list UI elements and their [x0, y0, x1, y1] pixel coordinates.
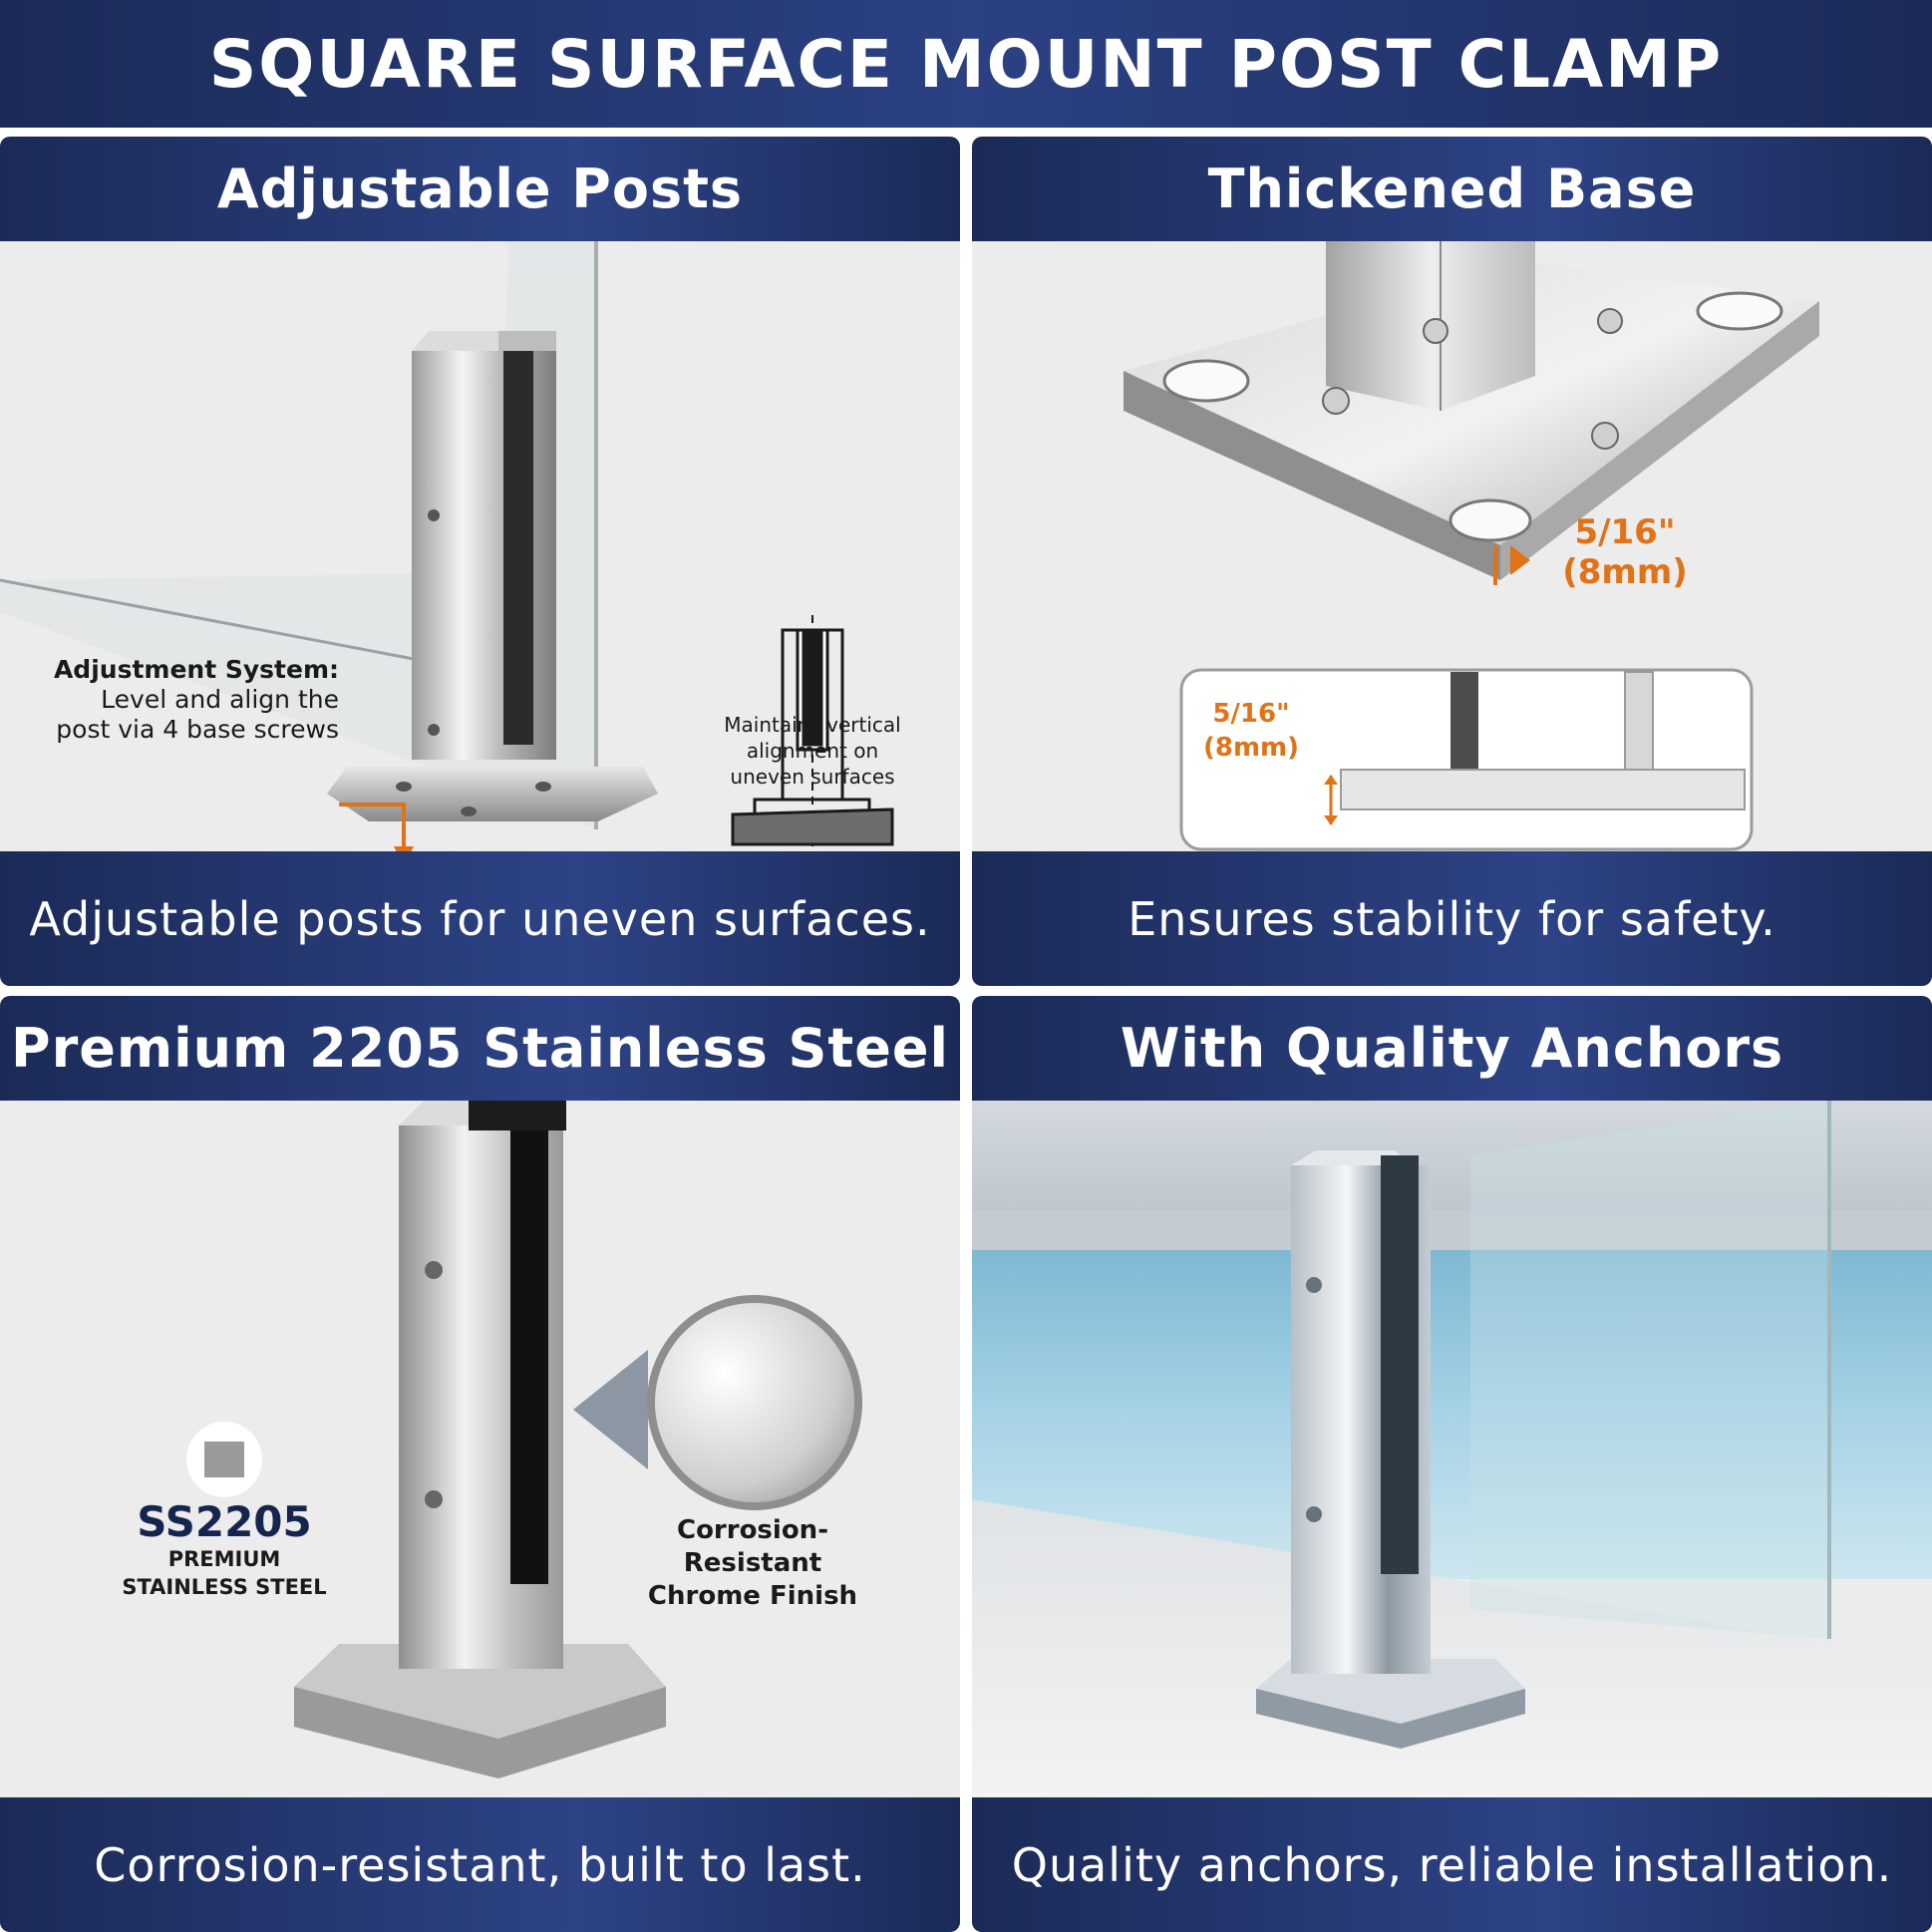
panel-footer: Corrosion-resistant, built to last.: [0, 1797, 960, 1932]
chrome-finish-label: Corrosion-Resistant Chrome Finish: [608, 1514, 897, 1613]
panel-header: Premium 2205 Stainless Steel: [0, 996, 960, 1101]
inset-thickness-label: 5/16" (8mm): [1196, 697, 1306, 765]
panel-header: Adjustable Posts: [0, 137, 960, 241]
inset-thickness-metric: (8mm): [1202, 733, 1300, 763]
caption-line-2: alignment on: [746, 739, 879, 763]
adjustable-post-illustration: Adjustment System: Level and align the p…: [0, 241, 960, 851]
panel-footer: Quality anchors, reliable installation.: [972, 1797, 1932, 1932]
callout-line-1: Level and align the: [101, 685, 339, 714]
panel-footer: Ensures stability for safety.: [972, 851, 1932, 986]
thickness-fraction: 5/16": [1574, 512, 1676, 552]
thickness-metric: (8mm): [1562, 552, 1688, 592]
panel-footer: Adjustable posts for uneven surfaces.: [0, 851, 960, 986]
steel-post-illustration: SS2205 PREMIUM STAINLESS STEEL Corrosion…: [0, 1101, 960, 1798]
post-with-glass-drawing: [0, 241, 894, 851]
panel-header: With Quality Anchors: [972, 996, 1932, 1101]
badge-line-2: STAINLESS STEEL: [122, 1575, 327, 1599]
caption-line-3: uneven surfaces: [730, 765, 895, 789]
callout-line-2: post via 4 base screws: [56, 715, 339, 744]
base-plate-drawing: [1124, 241, 1819, 851]
panel-thickened-base: Thickened Base: [972, 137, 1932, 986]
callout-title: Adjustment System:: [53, 655, 339, 684]
panel-adjustable-posts: Adjustable Posts: [0, 137, 960, 986]
panel-quality-anchors: With Quality Anchors: [972, 996, 1932, 1932]
adjustment-system-callout: Adjustment System: Level and align the p…: [10, 655, 339, 745]
finish-line-2: Chrome Finish: [647, 1581, 858, 1611]
steel-post-drawing: [186, 1101, 862, 1778]
caption-line-1: Maintains vertical: [724, 713, 901, 737]
poolside-photo: [972, 1101, 1932, 1798]
thickened-base-illustration: 5/16" (8mm) 5/16" (8mm): [972, 241, 1932, 851]
panel-premium-steel: Premium 2205 Stainless Steel: [0, 996, 960, 1932]
thickness-label: 5/16" (8mm): [1555, 512, 1695, 592]
badge-line-1: PREMIUM: [167, 1547, 281, 1571]
inset-thickness-fraction: 5/16": [1212, 699, 1290, 729]
schematic-caption: Maintains vertical alignment on uneven s…: [698, 712, 927, 790]
badge-code: SS2205: [137, 1497, 312, 1546]
page-title: SQUARE SURFACE MOUNT POST CLAMP: [0, 0, 1932, 128]
finish-line-1: Corrosion-Resistant: [676, 1515, 828, 1578]
poolside-scene-drawing: [972, 1101, 1932, 1798]
ss2205-badge: SS2205 PREMIUM STAINLESS STEEL: [110, 1499, 339, 1601]
panel-header: Thickened Base: [972, 137, 1932, 241]
